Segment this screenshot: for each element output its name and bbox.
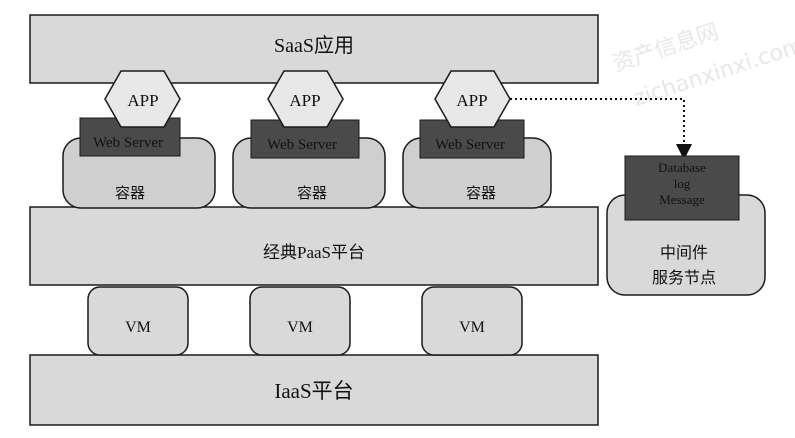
web-server-box (250, 119, 360, 159)
vm-label: VM (459, 319, 485, 336)
vm-box (249, 286, 351, 356)
app-hexagon (104, 70, 181, 128)
web-server-label: Web Server (93, 135, 163, 151)
web-server-label: Web Server (435, 137, 505, 153)
app-hexagon (267, 70, 344, 128)
container-label: 容器 (297, 185, 327, 202)
vm-label: VM (287, 319, 313, 336)
vm-box (421, 286, 523, 356)
message-label: Message (659, 192, 705, 207)
middleware-node: Database log Message 中间件 服务节点 (606, 155, 766, 296)
stack-3: 容器 Web Server APP VM (402, 70, 552, 356)
paas-layer (29, 206, 599, 286)
app-label: APP (127, 91, 158, 110)
paas-layer-label: 经典PaaS平台 (263, 243, 365, 262)
vm-box (87, 286, 189, 356)
vm-label: VM (125, 319, 151, 336)
saas-layer-label: SaaS应用 (274, 34, 354, 57)
web-server-label: Web Server (267, 137, 337, 153)
iaas-layer-label: IaaS平台 (274, 379, 353, 403)
stack-1: 容器 Web Server APP VM (62, 70, 216, 356)
container-label: 容器 (466, 185, 496, 202)
container-label: 容器 (115, 185, 145, 202)
database-box (624, 155, 740, 221)
log-label: log (674, 176, 691, 191)
app-label: APP (289, 91, 320, 110)
middleware-label-line1: 中间件 (660, 244, 708, 262)
middleware-label-line2: 服务节点 (652, 269, 716, 287)
app-label: APP (456, 91, 487, 110)
database-label: Database (658, 160, 706, 175)
stack-2: 容器 Web Server APP VM (232, 70, 386, 356)
